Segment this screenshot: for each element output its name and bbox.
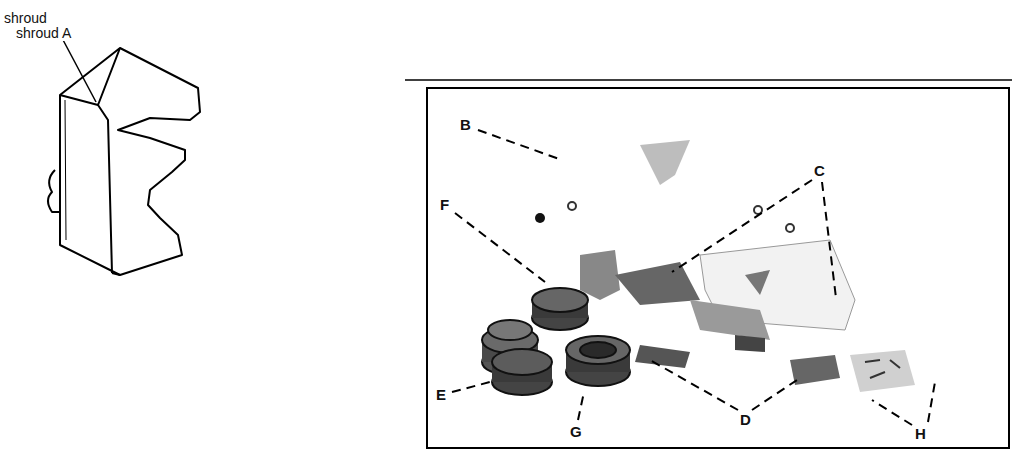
leader-line: [62, 38, 96, 102]
part-name: shroud: [2, 10, 49, 26]
callout-letter: G: [568, 423, 584, 440]
callout-letter: C: [812, 162, 827, 179]
parts-photo: [482, 140, 915, 395]
callout-letter: D: [738, 411, 753, 428]
part-name: shroud A: [14, 25, 73, 41]
rule-line: [405, 79, 1012, 81]
callout-letter: B: [458, 116, 473, 133]
leader-lines: [452, 130, 935, 425]
callout-letter: E: [434, 386, 448, 403]
shroud-drawing: [48, 48, 200, 275]
callout-letter: H: [913, 425, 928, 442]
photo-frame: [427, 88, 1009, 448]
callout-letter: F: [438, 196, 451, 213]
